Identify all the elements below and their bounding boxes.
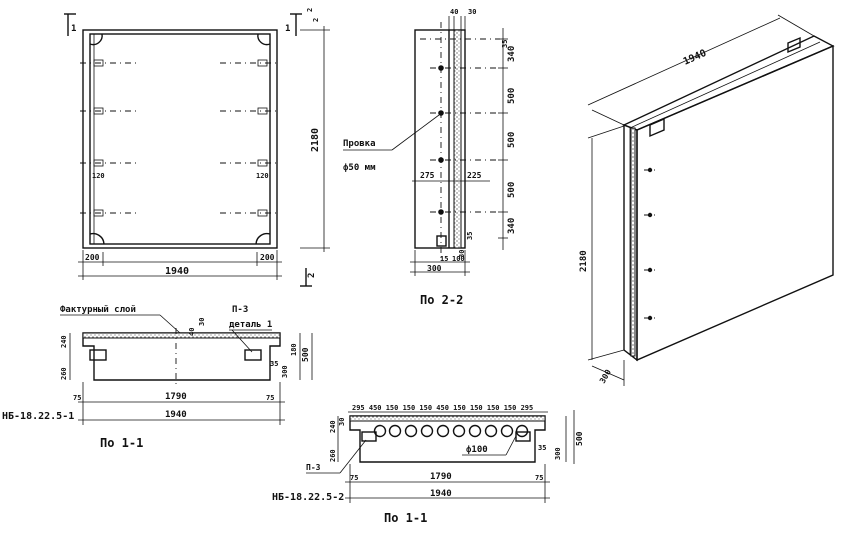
side-right-225: 225	[467, 171, 482, 180]
side-dim-1: 340	[507, 46, 517, 62]
sec2-300: 300	[554, 447, 562, 460]
sec2-p3: П-3	[306, 463, 321, 472]
side-bottom-15: 15	[440, 255, 448, 263]
front-inner-right: 120	[256, 172, 269, 180]
sec1-30: 30	[198, 318, 206, 326]
sec1-left-75: 75	[73, 394, 81, 402]
iso-height: 2180	[579, 250, 589, 272]
sec1-35: 35	[270, 360, 278, 368]
sec2-left-75: 75	[350, 474, 358, 482]
side-left-275: 275	[420, 171, 435, 180]
sec2-30: 30	[338, 418, 346, 426]
front-top-right-marker: 1	[285, 24, 290, 34]
sec1-p3: П-3	[232, 305, 248, 315]
sec1-total: 1940	[165, 410, 187, 420]
sec1-40: 40	[188, 328, 196, 336]
front-top-right-dim-a: 2	[306, 8, 314, 12]
sec1-caption: По 1-1	[100, 436, 143, 450]
sec2-total: 1940	[430, 489, 452, 499]
sec1-500: 500	[301, 347, 310, 362]
front-bottom-left: 200	[85, 253, 100, 262]
side-width: 300	[427, 264, 442, 273]
iso-length: 1940	[682, 48, 708, 68]
sec2-caption: По 1-1	[384, 511, 427, 525]
side-top-right: 35	[501, 40, 509, 48]
front-top-right-dim-b: 2	[312, 18, 320, 22]
side-dim-4: 500	[507, 182, 517, 198]
front-section-marker: 2	[307, 273, 317, 278]
sec1-mark: НБ-18.22.5-1	[2, 411, 74, 422]
sec2-260: 260	[329, 449, 337, 462]
sec1-detail: деталь 1	[229, 320, 272, 330]
sec2-right-75: 75	[535, 474, 543, 482]
section-1-right: 295 450 150 150 150 450 150 150 150 150 …	[272, 404, 584, 525]
front-width: 1940	[165, 266, 189, 277]
sec2-mark: НБ-18.22.5-2	[272, 492, 344, 503]
side-section: 40 30 35 340 500 500 500 340 Провка ф50 …	[343, 8, 517, 307]
sec2-35: 35	[538, 444, 546, 452]
side-bottom-100: 100	[452, 255, 465, 263]
front-bottom-right: 200	[260, 253, 275, 262]
front-height-dim: 2180	[310, 128, 321, 152]
side-top-dims: 40	[450, 8, 458, 16]
side-dim-3: 500	[507, 132, 517, 148]
side-top-dims-b: 30	[468, 8, 476, 16]
side-bottom-30: 30	[458, 250, 466, 258]
sec2-holes: ф100	[466, 445, 488, 455]
iso-depth: 300	[598, 368, 613, 385]
sec1-300: 300	[281, 365, 289, 378]
sec2-240: 240	[329, 420, 337, 433]
sec1-layer: Фактурный слой	[60, 305, 136, 315]
front-view: 1 1 2 2 2180 120 120 200 200 1940 2	[64, 8, 330, 287]
side-caption: По 2-2	[420, 293, 463, 307]
sec1-260: 260	[60, 367, 68, 380]
side-dim-5: 340	[507, 218, 517, 234]
sec1-span: 1790	[165, 392, 187, 402]
side-callout: Провка	[343, 139, 376, 149]
section-1-left: Фактурный слой П-3 деталь 1 40 30 240 26…	[2, 305, 313, 450]
sec1-240: 240	[60, 335, 68, 348]
side-dim-2: 500	[507, 88, 517, 104]
sec2-span: 1790	[430, 472, 452, 482]
isometric-view: 1940 2180 300	[579, 14, 835, 386]
front-inner-left: 120	[92, 172, 105, 180]
side-callout-2: ф50 мм	[343, 163, 376, 173]
side-bottom-35: 35	[466, 232, 474, 240]
sec1-180: 180	[290, 343, 298, 356]
sec2-top-dims: 295 450 150 150 150 450 150 150 150 150 …	[352, 404, 533, 412]
sec1-right-75: 75	[266, 394, 274, 402]
front-top-left-marker: 1	[71, 24, 76, 34]
sec2-500: 500	[575, 431, 584, 446]
